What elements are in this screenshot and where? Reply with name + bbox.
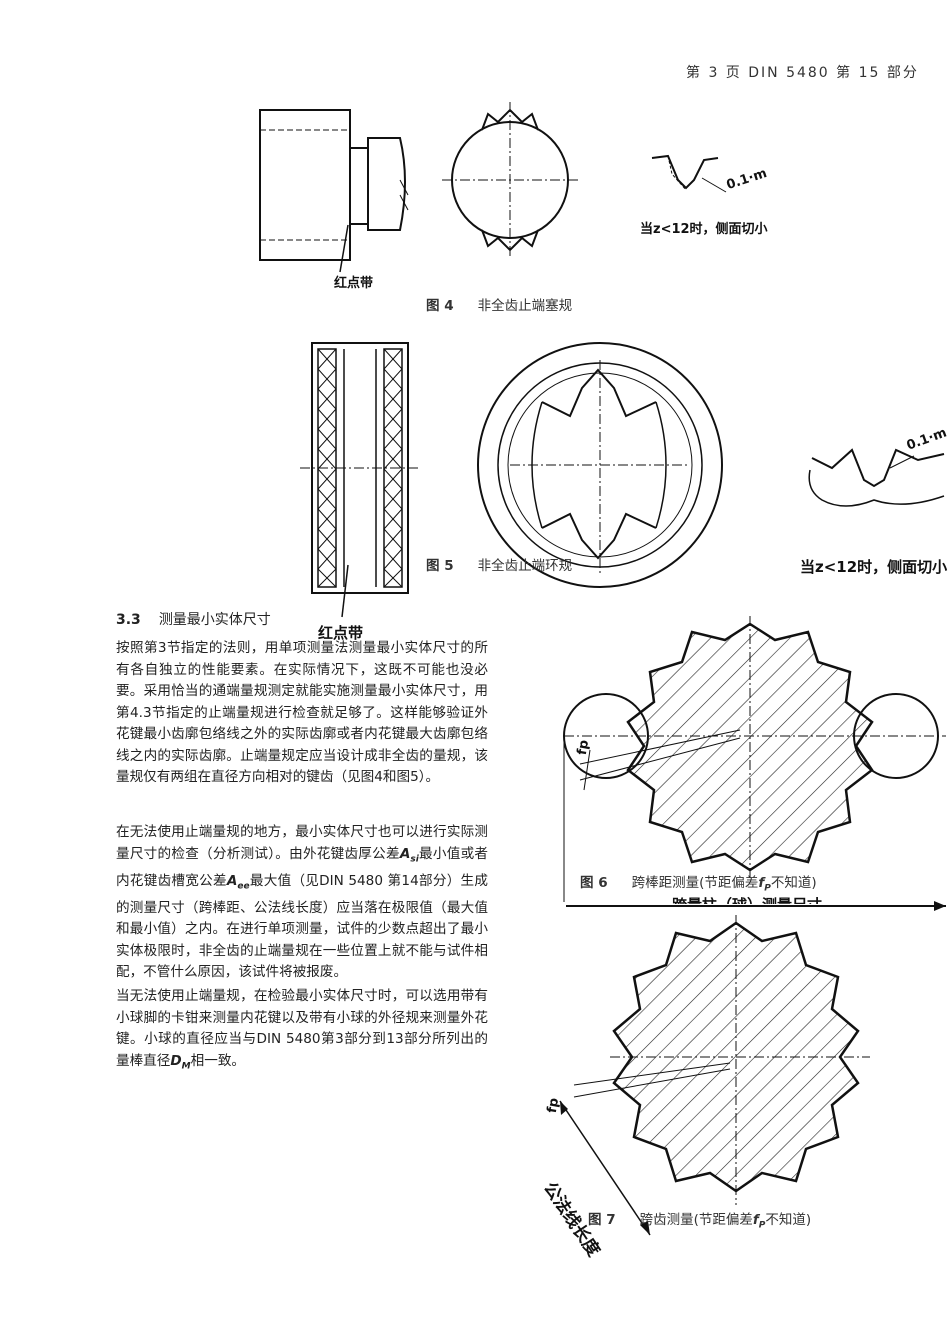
figure-7-fp-symbol: f — [752, 1212, 759, 1228]
figure-5-caption: 图 5 非全齿止端环规 — [426, 554, 572, 574]
figure-6-fp-subscript: P — [764, 883, 771, 894]
figure-7-span-measurement — [559, 915, 870, 1236]
figure-7-caption: 图 7 跨齿测量(节距偏差fP不知道) — [588, 1208, 811, 1231]
figure-7-title-pre: 跨齿测量(节距偏差 — [639, 1212, 753, 1228]
fig6-fp-label: fp — [574, 738, 593, 757]
section-heading: 3.3 测量最小实体尺寸 — [116, 609, 271, 629]
figure-7-number: 图 7 — [588, 1212, 616, 1228]
figure-4-title: 非全齿止端塞规 — [477, 298, 573, 314]
page-header: 第 3 页 DIN 5480 第 15 部分 — [686, 65, 919, 81]
symbol-D-M-subscript: M — [181, 1061, 191, 1072]
paragraph-2-part-b: 最小值或者内花键齿槽宽公差 — [116, 845, 489, 889]
paragraph-2: 在无法使用止端量规的地方，最小实体尺寸也可以进行实际测量尺寸的检查（分析测试）。… — [116, 822, 488, 984]
figure-4-caption: 图 4 非全齿止端塞规 — [426, 294, 572, 314]
paragraph-1: 按照第3节指定的法则，用单项测量法测量最小实体尺寸的所有各自独立的性能要素。在实… — [116, 640, 488, 785]
figure-4-plug-gauge-front-view — [442, 102, 578, 258]
fig6-measurement-arrow — [566, 901, 946, 911]
figure-4-number: 图 4 — [426, 298, 454, 314]
symbol-A-si: A — [399, 845, 411, 862]
figure-4-tooth-detail — [651, 154, 727, 193]
section-title: 测量最小实体尺寸 — [158, 612, 271, 628]
figure-5-ring-gauge-side-view — [300, 342, 420, 618]
figure-5-number: 图 5 — [426, 558, 454, 574]
paragraph-2-part-c: 最大值（见DIN 5480 第14部分）生成的测量尺寸（跨棒距、公法线长度）应当… — [116, 872, 488, 981]
paragraph-2-part-a: 在无法使用止端量规的地方，最小实体尺寸也可以进行实际测量尺寸的检查（分析测试）。… — [116, 824, 488, 862]
paragraph-3-part-b: 相一致。 — [190, 1052, 246, 1069]
fig6-cut-label: 跨量柱（球）测量尺寸 — [672, 894, 822, 904]
figure-6-title-post: 不知道) — [770, 875, 817, 891]
figure-5-tooth-detail — [808, 448, 945, 507]
paragraph-3-part-a: 当无法使用止端量规，在检验最小实体尺寸时，可以选用带有小球脚的卡钳来测量内花键以… — [116, 988, 488, 1069]
symbol-D-M: D — [170, 1052, 182, 1069]
figure-5-ring-gauge-front-view — [477, 342, 723, 588]
figure-7-fp-subscript: P — [758, 1220, 766, 1231]
figure-6-title-pre: 跨棒距测量(节距偏差 — [631, 875, 759, 891]
figure-6-over-pins-measurement — [563, 616, 946, 902]
fig5-note-label: 当z<12时，侧面切小 — [800, 558, 948, 576]
figure-6-number: 图 6 — [580, 875, 608, 891]
fig4-red-band-label: 红点带 — [334, 276, 374, 291]
fig7-fp-label: fp — [544, 1096, 563, 1115]
paragraph-3: 当无法使用止端量规，在检验最小实体尺寸时，可以选用带有小球脚的卡钳来测量内花键以… — [116, 986, 488, 1078]
figure-6-caption: 图 6 跨棒距测量(节距偏差fP不知道) — [580, 871, 817, 894]
fig5-red-band-label: 红点带 — [318, 624, 364, 642]
figure-4-plug-gauge-side-view — [259, 109, 409, 273]
figure-7-title-post: 不知道) — [765, 1212, 812, 1228]
symbol-A-si-subscript: si — [410, 854, 419, 865]
section-number: 3.3 — [116, 612, 141, 628]
fig4-note-label: 当z<12时，侧面切小 — [640, 222, 768, 237]
symbol-A-ee: A — [226, 872, 238, 889]
figure-6-fp-symbol: f — [758, 875, 765, 891]
symbol-A-ee-subscript: ee — [237, 881, 250, 892]
fig6-cut-label-clip: 跨量柱（球）测量尺寸 — [566, 890, 896, 904]
figure-5-title: 非全齿止端环规 — [477, 558, 573, 574]
